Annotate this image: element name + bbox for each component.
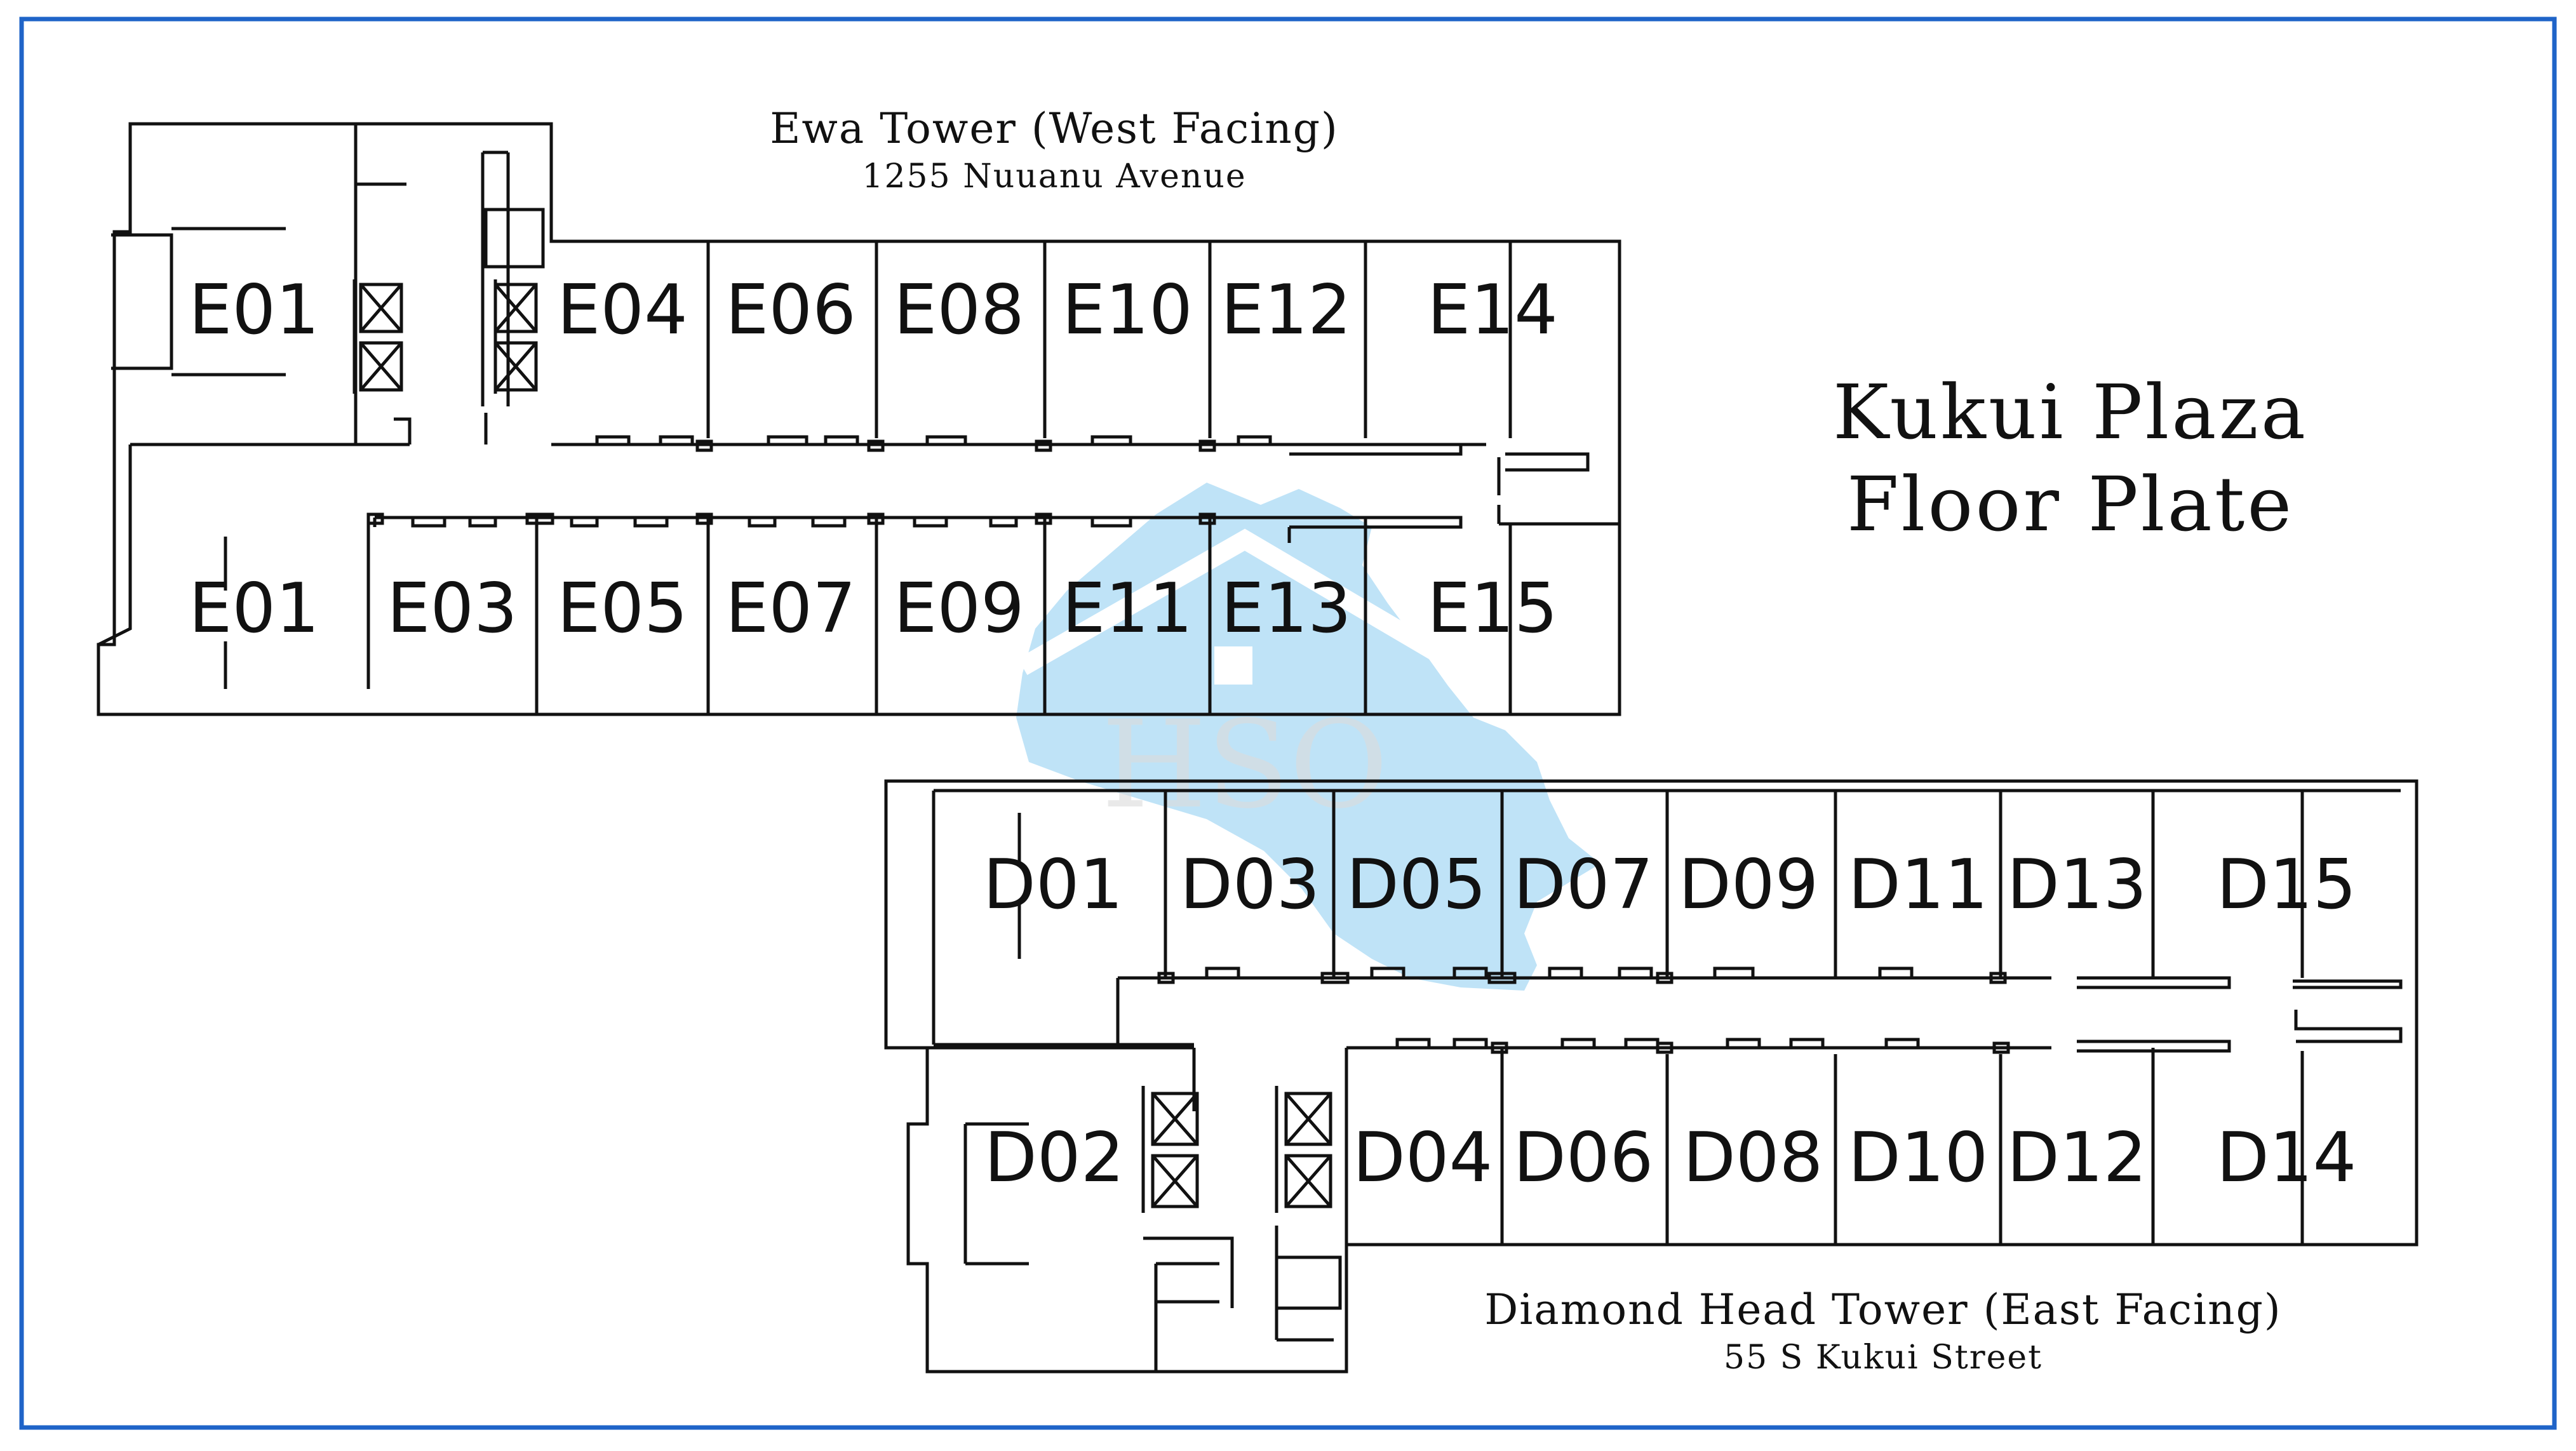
ewa-tower-address: 1255 Nuuanu Avenue xyxy=(862,157,1246,196)
ewa-core-inner xyxy=(97,443,410,646)
hso-watermark: HSO xyxy=(1016,483,1600,991)
diamond-head-tower-plan xyxy=(884,779,2418,1374)
unit-label-d15: D15 xyxy=(2217,845,2357,925)
dh-tower-name: Diamond Head Tower (East Facing) xyxy=(1484,1285,2281,1334)
unit-label-e06: E06 xyxy=(725,271,856,350)
dh-tower-address: 55 S Kukui Street xyxy=(1724,1339,2043,1377)
watermark-window xyxy=(1214,646,1252,685)
watermark-text: HSO xyxy=(1101,695,1388,835)
unit-label-d13: D13 xyxy=(2007,845,2147,925)
ewa-tower-name: Ewa Tower (West Facing) xyxy=(770,104,1339,153)
unit-label-d07: D07 xyxy=(1513,845,1654,925)
unit-label-d05: D05 xyxy=(1346,845,1487,925)
plate-title-line1: Kukui Plaza xyxy=(1833,368,2308,456)
unit-label-e03: E03 xyxy=(387,569,518,648)
ewa-tower-plan xyxy=(97,122,1621,716)
unit-label-d08: D08 xyxy=(1683,1118,1823,1198)
unit-label-e11: E11 xyxy=(1062,569,1193,648)
page-frame xyxy=(19,17,2557,1430)
unit-label-d10: D10 xyxy=(1848,1118,1989,1198)
unit-label-d11: D11 xyxy=(1848,845,1989,925)
unit-label-e01: E01 xyxy=(189,271,319,350)
unit-label-e15: E15 xyxy=(1427,569,1558,648)
unit-label-e07: E07 xyxy=(725,569,856,648)
island-silhouette xyxy=(1016,483,1600,991)
unit-label-d12: D12 xyxy=(2007,1118,2147,1198)
unit-label-d04: D04 xyxy=(1353,1118,1493,1198)
watermark-house-roof xyxy=(1017,528,1466,676)
unit-label-e08: E08 xyxy=(894,271,1024,350)
unit-label-d02: D02 xyxy=(984,1118,1125,1198)
unit-label-d03: D03 xyxy=(1180,845,1320,925)
unit-label-e04: E04 xyxy=(557,271,688,350)
unit-label-e13: E13 xyxy=(1221,569,1352,648)
unit-label-d06: D06 xyxy=(1513,1118,1654,1198)
unit-label-d09: D09 xyxy=(1679,845,1819,925)
unit-label-e09: E09 xyxy=(894,569,1024,648)
unit-label-e14: E14 xyxy=(1427,271,1558,350)
unit-label-e10: E10 xyxy=(1062,271,1193,350)
plate-title-line2: Floor Plate xyxy=(1847,460,2294,548)
unit-label-e05: E05 xyxy=(557,569,688,648)
unit-label-d14: D14 xyxy=(2217,1118,2357,1198)
ewa-outline xyxy=(97,122,1621,716)
unit-label-e01: E01 xyxy=(189,569,319,648)
unit-label-e12: E12 xyxy=(1221,271,1352,350)
unit-label-d01: D01 xyxy=(983,845,1124,925)
